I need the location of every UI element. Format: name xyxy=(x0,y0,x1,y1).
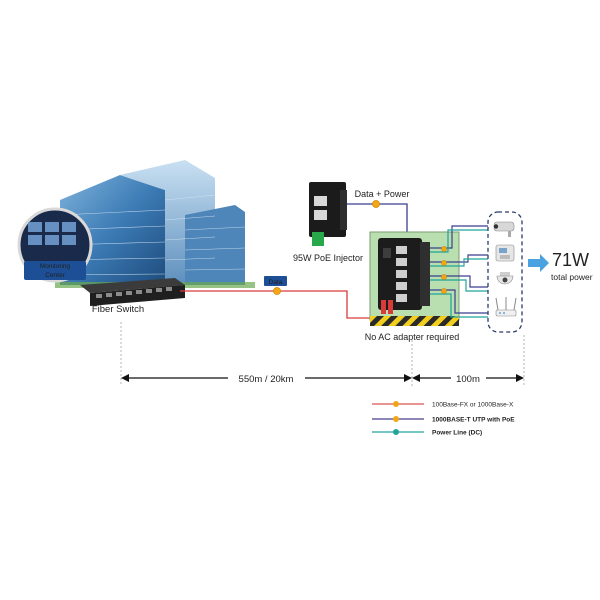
monitoring-center-label-line2: Center xyxy=(45,272,65,279)
no-ac-label: No AC adapter required xyxy=(365,332,460,342)
monitoring-center-label-line1: Monitoring xyxy=(40,263,71,270)
data-power-label: Data + Power xyxy=(355,189,410,199)
legend-item-utp xyxy=(372,416,424,422)
legend-item-fiber xyxy=(372,401,424,407)
fiber-switch-icon xyxy=(80,278,185,306)
dome-camera-icon xyxy=(496,272,514,285)
legend-item-power xyxy=(372,429,424,435)
fiber-switch-label: Fiber Switch xyxy=(92,304,144,315)
legend xyxy=(372,401,424,435)
distance-fiber-label: 550m / 20km xyxy=(239,374,294,385)
distance-utp-label: 100m xyxy=(456,374,480,385)
legend-label-fiber: 100Base-FX or 1000Base-X xyxy=(432,402,514,409)
utp-poe-links xyxy=(430,225,488,318)
fiber-link xyxy=(180,287,387,319)
ip-phone-icon xyxy=(495,244,515,262)
legend-label-utp: 1000BASE-T UTP with PoE xyxy=(432,417,515,424)
legend-label-power: Power Line (DC) xyxy=(432,430,482,437)
poe-injector-icon xyxy=(309,182,347,246)
data-tag-label: Data xyxy=(269,279,283,286)
power-output-arrow xyxy=(528,254,549,272)
injector-label: 95W PoE Injector xyxy=(293,253,363,263)
data-power-link xyxy=(347,200,408,240)
power-caption: total power xyxy=(551,272,593,282)
devices-group-outline xyxy=(487,211,523,333)
industrial-poe-switch-icon xyxy=(378,238,430,314)
utp-connectors xyxy=(441,246,447,294)
wireless-ap-icon xyxy=(495,297,517,317)
data-tag xyxy=(264,276,287,286)
distance-dimensions xyxy=(120,322,525,386)
power-value: 71W xyxy=(552,250,589,270)
bullet-camera-icon xyxy=(493,221,515,237)
monitoring-center-icon xyxy=(17,207,93,283)
